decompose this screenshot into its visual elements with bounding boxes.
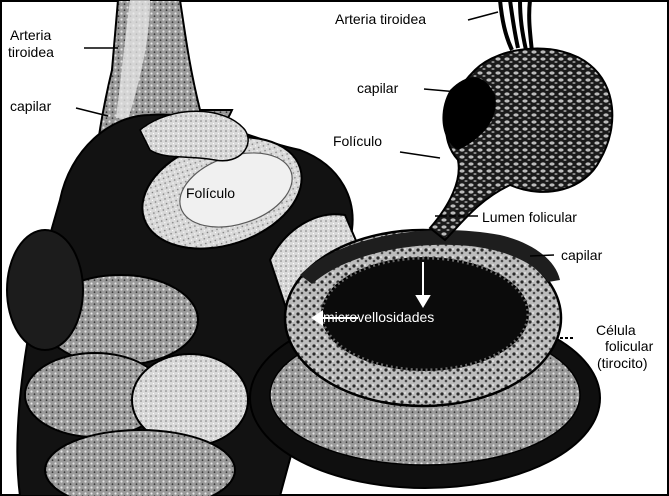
label-celula-line2: folicular (605, 338, 653, 354)
label-lumen: Lumen folicular (482, 209, 577, 225)
label-capilar-right: capilar (561, 247, 602, 263)
lower-lobe-5 (7, 230, 83, 350)
label-foliculo-left: Folículo (186, 185, 235, 201)
label-arteria-top: Arteria tiroidea (335, 11, 426, 27)
label-capilar-left: capilar (10, 98, 51, 114)
leader-foliculo-right (400, 152, 440, 158)
label-capilar-top: capilar (357, 80, 398, 96)
follicle-cluster (430, 0, 612, 240)
label-microvellosidades: microvellosidades (323, 309, 434, 325)
leader-arteria-top (468, 12, 498, 20)
label-arteria-left-line1: Arteria (10, 27, 51, 43)
leader-capilar-right (530, 255, 554, 256)
label-celula-line1: Célula (596, 322, 636, 338)
label-foliculo-right: Folículo (333, 133, 382, 149)
cluster-vessels (500, 0, 532, 52)
label-arteria-left-line2: tiroidea (8, 44, 54, 60)
label-celula-line3: (tirocito) (597, 355, 648, 371)
